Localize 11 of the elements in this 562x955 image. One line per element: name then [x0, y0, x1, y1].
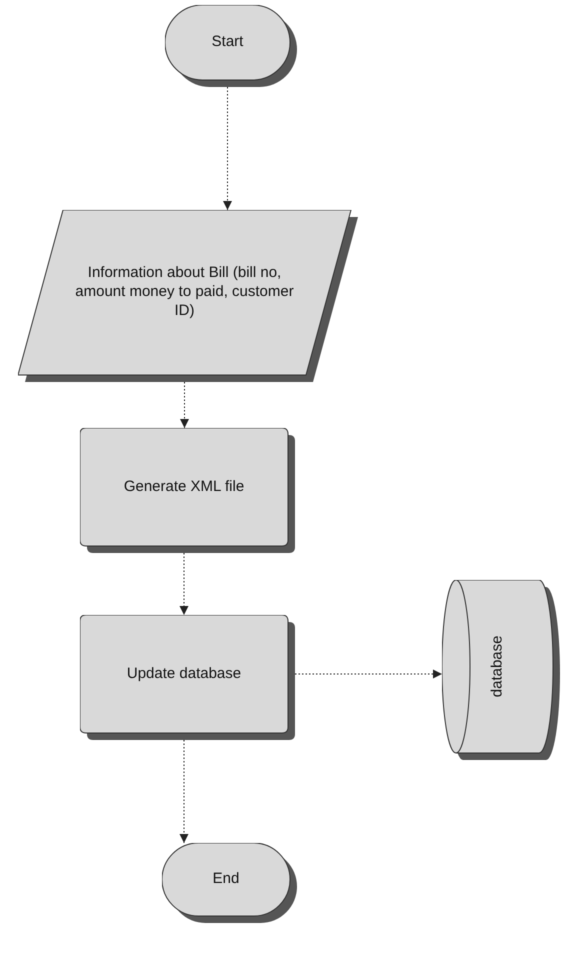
- node-text: End: [212, 870, 240, 889]
- node-text: Update database: [126, 664, 242, 684]
- node-text: Generate XML file: [124, 478, 244, 496]
- node-text: Start: [212, 33, 244, 52]
- arrow: [180, 382, 189, 428]
- node-text: Information about Bill (bill no, amount money to paid, customer ID): [74, 264, 295, 321]
- node-text: database: [488, 636, 506, 698]
- arrow: [294, 670, 442, 678]
- arrow: [180, 552, 188, 616]
- arrow: [223, 86, 232, 210]
- arrow: [180, 740, 188, 844]
